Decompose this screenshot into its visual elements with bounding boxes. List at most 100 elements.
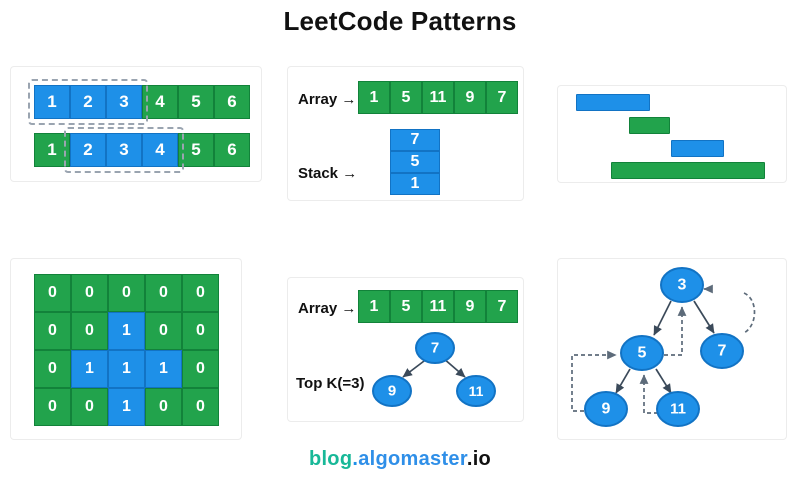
matrix-row: 0 0 1 0 0 <box>34 312 219 350</box>
footer-dot-1: . <box>352 448 359 470</box>
tree-node-label: 3 <box>678 277 687 294</box>
matrix-cell: 0 <box>182 274 219 312</box>
array-label: Array → <box>298 300 357 317</box>
heap-node-label: 11 <box>469 383 484 399</box>
sw-cell: 3 <box>106 133 142 167</box>
interval-bar <box>671 140 724 157</box>
array-cell: 5 <box>390 290 422 323</box>
matrix-cell: 1 <box>145 350 182 388</box>
tree-node-label: 11 <box>670 401 686 418</box>
array-cell: 1 <box>358 290 390 323</box>
tree-edge <box>693 300 715 334</box>
sw-cell: 2 <box>70 133 106 167</box>
tree-diagram: 3 5 7 9 11 <box>571 267 756 427</box>
monotonic-stack-array: 1 5 11 9 7 <box>358 81 518 114</box>
heap-node-label: 9 <box>388 383 396 400</box>
tree-node-label: 7 <box>718 343 727 360</box>
footer-dot-2: . <box>466 448 473 470</box>
matrix-cell: 0 <box>34 274 71 312</box>
sw-cell: 4 <box>142 85 178 119</box>
stack-cell: 7 <box>390 129 440 151</box>
matrix-cell: 0 <box>145 274 182 312</box>
matrix-cell: 0 <box>34 388 71 426</box>
matrix-cell: 0 <box>108 274 145 312</box>
matrix-cell: 0 <box>71 388 108 426</box>
matrix-cell: 0 <box>71 312 108 350</box>
footer-brand: blog.algomaster.io <box>0 448 800 471</box>
sliding-window-row-1: 1 2 3 4 5 6 <box>34 85 250 119</box>
page-title: LeetCode Patterns <box>283 6 517 36</box>
matrix-cell: 0 <box>145 312 182 350</box>
panel-matrix-traversal: 0 0 0 0 0 0 0 1 0 0 0 1 1 1 0 0 0 1 0 0 <box>10 258 242 440</box>
heap-edge <box>442 357 466 378</box>
matrix-grid: 0 0 0 0 0 0 0 1 0 0 0 1 1 1 0 0 0 1 0 0 <box>34 274 219 426</box>
panel-monotonic-stack: Array → 1 5 11 9 7 Stack → 7 5 1 <box>287 66 524 201</box>
tree-node <box>660 267 704 303</box>
array-label: Array → <box>298 91 357 108</box>
sw-cell: 5 <box>178 85 214 119</box>
sw-cell: 6 <box>214 85 250 119</box>
interval-bar <box>611 162 765 179</box>
tree-node <box>620 335 664 371</box>
stack-cell: 1 <box>390 173 440 195</box>
tree-node-label: 9 <box>602 401 611 418</box>
top-k-heap-diagram: 7 9 11 <box>372 332 496 407</box>
heap-node-label: 7 <box>431 340 439 357</box>
top-k-label: Top K(=3) <box>296 375 365 392</box>
stack-label: Stack → <box>298 165 358 182</box>
tree-node-label: 5 <box>638 345 647 362</box>
sw-cell: 1 <box>34 85 70 119</box>
matrix-cell: 0 <box>145 388 182 426</box>
sw-cell: 2 <box>70 85 106 119</box>
matrix-cell: 1 <box>71 350 108 388</box>
matrix-cell: 1 <box>108 388 145 426</box>
heap-node-root <box>415 332 455 364</box>
heap-node-left <box>372 375 412 407</box>
matrix-cell: 1 <box>108 312 145 350</box>
sw-cell: 3 <box>106 85 142 119</box>
sw-cell: 5 <box>178 133 214 167</box>
matrix-row: 0 0 1 0 0 <box>34 388 219 426</box>
matrix-row: 0 1 1 1 0 <box>34 350 219 388</box>
footer-algomaster: algomaster <box>358 448 467 470</box>
matrix-cell: 0 <box>71 274 108 312</box>
array-cell: 11 <box>422 290 454 323</box>
array-cell: 9 <box>454 290 486 323</box>
sw-cell: 1 <box>34 133 70 167</box>
array-cell: 5 <box>390 81 422 114</box>
matrix-cell: 0 <box>34 350 71 388</box>
sw-cell: 4 <box>142 133 178 167</box>
interval-bar <box>576 94 650 111</box>
matrix-row: 0 0 0 0 0 <box>34 274 219 312</box>
matrix-cell: 0 <box>182 388 219 426</box>
array-cell: 11 <box>422 81 454 114</box>
interval-bar <box>629 117 670 134</box>
monotonic-stack-stack: 7 5 1 <box>390 129 440 195</box>
tree-node <box>584 391 628 427</box>
sliding-window-row-2: 1 2 3 4 5 6 <box>34 133 250 167</box>
panel-sliding-window: 1 2 3 4 5 6 1 2 3 4 5 6 <box>10 66 262 182</box>
panel-tree-backtracking: 3 5 7 9 11 <box>557 258 787 440</box>
panel-top-k-elements: Array → 1 5 11 9 7 Top K(=3) 7 9 11 <box>287 277 524 422</box>
footer-io: io <box>472 448 492 470</box>
top-k-array: 1 5 11 9 7 <box>358 290 518 323</box>
sw-cell: 6 <box>214 133 250 167</box>
footer-blog: blog <box>308 448 353 470</box>
tree-node <box>700 333 744 369</box>
matrix-cell: 0 <box>182 350 219 388</box>
array-cell: 7 <box>486 290 518 323</box>
stack-cell: 5 <box>390 151 440 173</box>
tree-edge <box>615 368 631 394</box>
backtrack-edge <box>743 292 756 334</box>
tree-edge <box>655 368 672 394</box>
matrix-cell: 0 <box>34 312 71 350</box>
panel-merge-intervals <box>557 85 787 183</box>
matrix-cell: 0 <box>182 312 219 350</box>
array-cell: 7 <box>486 81 518 114</box>
matrix-cell: 1 <box>108 350 145 388</box>
backtrack-edge <box>639 374 658 414</box>
backtrack-edge <box>664 306 687 356</box>
array-cell: 1 <box>358 81 390 114</box>
array-cell: 9 <box>454 81 486 114</box>
tree-node <box>656 391 700 427</box>
